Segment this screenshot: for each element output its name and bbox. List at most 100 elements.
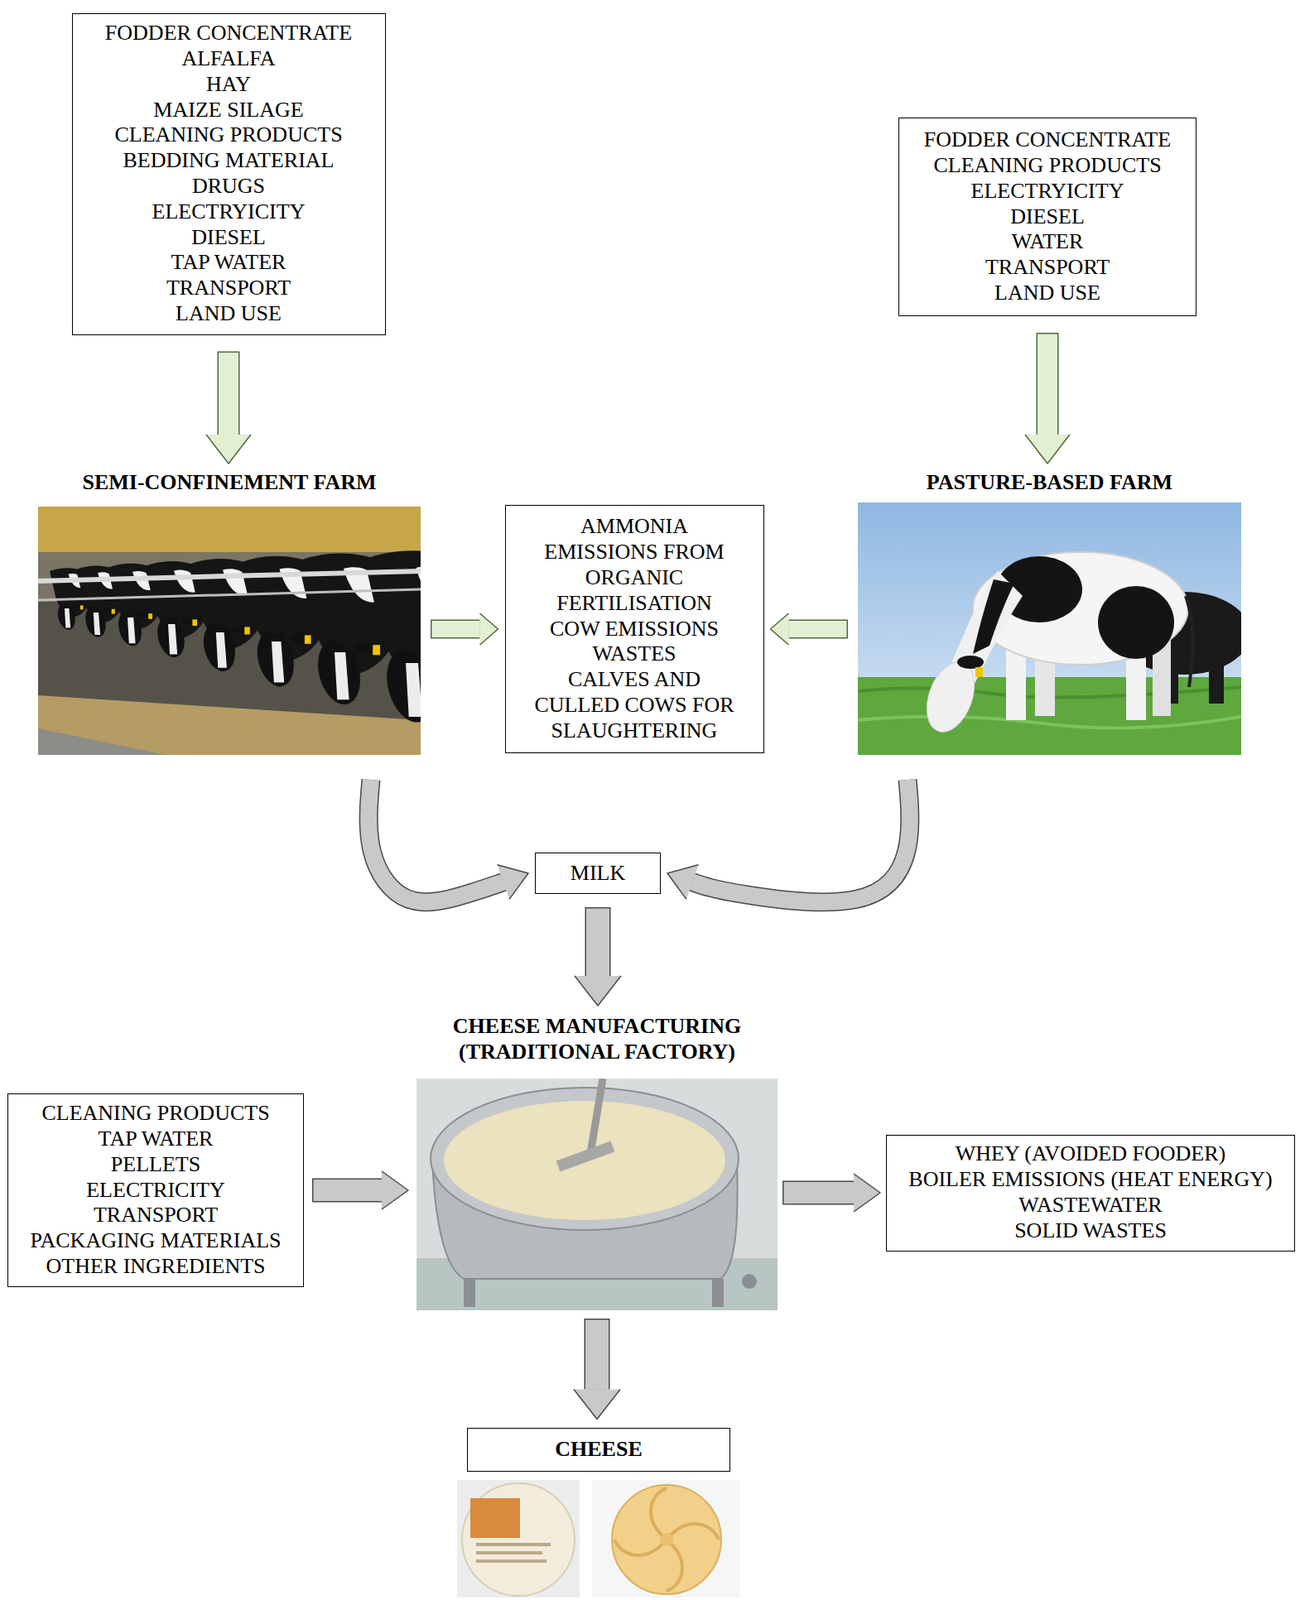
box-text: MILK <box>570 861 626 887</box>
box-text: TAP WATER <box>98 1126 214 1153</box>
barn-roof <box>38 506 421 553</box>
output-box: WHEY (AVOIDED FOODER)BOILER EMISSIONS (H… <box>885 1135 1296 1252</box>
box-text: FODDER CONCENTRATE <box>105 20 352 47</box>
block-arrow <box>430 629 481 631</box>
cheese-swirl <box>650 1488 667 1541</box>
label-lines <box>476 1551 543 1556</box>
box-text: CLEANING PRODUCTS <box>933 153 1161 179</box>
vat-leg <box>463 1279 476 1308</box>
block-arrow <box>312 1190 382 1192</box>
box-text: LAND USE <box>994 280 1101 307</box>
arrow-outline <box>217 351 241 436</box>
cow-leg <box>1208 654 1224 704</box>
cow-ear <box>957 655 984 670</box>
photo-heading: PASTURE-BASED FARM <box>857 470 1242 496</box>
cheese-photo <box>457 1480 580 1599</box>
photo-ground <box>457 1480 580 1599</box>
box-text: CLEANING PRODUCTS <box>41 1101 270 1127</box>
arrow-body <box>692 780 910 903</box>
stirrer-paddle <box>556 1141 616 1172</box>
input-box: FODDER CONCENTRATECLEANING PRODUCTSELECT… <box>898 117 1197 317</box>
cow-figure <box>364 550 421 728</box>
label-lines <box>476 1560 547 1564</box>
cow-tail <box>1185 596 1193 688</box>
box-text: BOILER EMISSIONS (HEAT ENERGY) <box>908 1167 1272 1194</box>
box-text: WASTES <box>529 641 741 668</box>
box-text: ALFALFA <box>181 46 275 73</box>
feed-barrier <box>38 589 421 601</box>
output-box: AMMONIA EMISSIONS FROM ORGANIC FERTILISA… <box>505 505 765 754</box>
cow-patch <box>972 579 1015 655</box>
box-text: ELECTRYICITY <box>971 178 1125 205</box>
product-box: CHEESE <box>467 1428 731 1473</box>
input-box: CLEANING PRODUCTSTAP WATERPELLETSELECTRI… <box>7 1093 304 1288</box>
flow-box: MILK <box>534 852 661 895</box>
cheese-centre <box>659 1533 674 1547</box>
factory-wall <box>416 1078 778 1311</box>
arrow-body <box>586 909 610 978</box>
box-text: DIESEL <box>1010 204 1085 231</box>
arrow-body <box>313 1179 383 1202</box>
arrow-body <box>1037 334 1058 436</box>
arrow-outline <box>692 780 910 903</box>
box-text: SOLID WASTES <box>1014 1218 1167 1245</box>
box-text: TRANSPORT <box>985 255 1110 281</box>
arrow-body <box>432 621 481 638</box>
block-arrow <box>789 629 849 631</box>
box-text: WASTEWATER <box>1018 1193 1162 1219</box>
vat-rim <box>430 1088 739 1231</box>
photo-heading: SEMI-CONFINEMENT FARM <box>38 470 421 496</box>
block-arrow <box>597 1319 598 1391</box>
box-text: TRANSPORT <box>93 1203 218 1229</box>
block-arrow <box>1047 332 1049 435</box>
photo-heading: CHEESE MANUFACTURING (TRADITIONAL FACTOR… <box>439 1014 755 1066</box>
box-text: ELECTRICITY <box>86 1178 226 1204</box>
box-text: WATER <box>1011 229 1084 256</box>
box-text: CLEANING PRODUCTS <box>114 122 342 149</box>
box-text: TAP WATER <box>171 250 287 276</box>
cheese-swirl <box>666 1540 683 1592</box>
block-arrow <box>597 907 599 977</box>
cheese-label <box>470 1498 520 1539</box>
block-arrow <box>368 780 504 903</box>
pasture-photo <box>857 502 1242 756</box>
box-text: ELECTRYICITY <box>152 199 306 226</box>
curd <box>443 1101 726 1221</box>
cheese-swirl <box>666 1524 719 1541</box>
grass-blades <box>857 717 1242 729</box>
box-text: PACKAGING MATERIALS <box>29 1228 281 1255</box>
box-text: TRANSPORT <box>166 275 291 302</box>
box-text: OTHER INGREDIENTS <box>45 1254 265 1281</box>
cheese-wheel <box>611 1485 722 1595</box>
cheese-swirl <box>614 1540 667 1556</box>
box-text: HAY <box>206 72 251 98</box>
factory-photo-node: CHEESE MANUFACTURING (TRADITIONAL FACTOR… <box>416 1014 778 1311</box>
cheese-photo <box>592 1480 741 1599</box>
block-arrow <box>228 351 230 436</box>
input-box: FODDER CONCENTRATEALFALFAHAYMAIZE SILAGE… <box>72 13 386 336</box>
ear-tag <box>975 667 983 678</box>
arrow-body <box>368 780 504 903</box>
feed-alley <box>38 695 421 756</box>
arrow-outline <box>789 620 849 640</box>
box-text: CHEESE <box>554 1437 643 1464</box>
label-lines <box>476 1543 551 1547</box>
box-text: LAND USE <box>175 301 282 328</box>
feed-barrier <box>38 571 421 582</box>
box-text: COW EMISSIONS <box>529 616 741 643</box>
factory-photo <box>416 1078 778 1311</box>
arrow-outline <box>782 1181 854 1206</box>
farm-photo-node: PASTURE-BASED FARM <box>857 470 1242 756</box>
barn-ground <box>38 506 421 756</box>
arrow-body <box>789 621 848 638</box>
cheese-wheel <box>462 1483 575 1597</box>
arrow-outline <box>585 907 612 977</box>
box-text: DRUGS <box>192 173 265 200</box>
arrow-outline <box>1036 332 1060 435</box>
cow-head <box>918 655 984 739</box>
arrow-body <box>218 352 239 435</box>
barn-photo <box>38 506 421 756</box>
box-text: DIESEL <box>191 225 266 251</box>
box-text: WHEY (AVOIDED FOODER) <box>955 1141 1226 1168</box>
